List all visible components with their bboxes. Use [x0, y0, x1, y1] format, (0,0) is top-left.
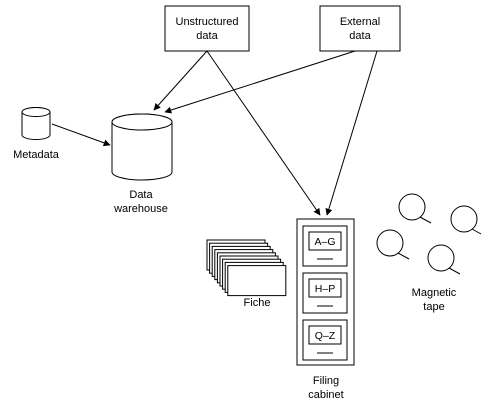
- arrow-external-to-cabinet: [325, 50, 378, 216]
- metadata-label: Metadata: [13, 149, 60, 161]
- cabinet-drawer: A–G: [302, 225, 348, 267]
- magnetic-tape-node: Magnetic tape: [376, 193, 482, 313]
- arrow-unstructured-to-warehouse: [153, 50, 208, 111]
- tape-reel-icon: [427, 244, 461, 275]
- fiche-node: Fiche: [206, 239, 287, 309]
- metadata-cylinder-icon: [21, 107, 51, 140]
- drawer-label: A–G: [314, 236, 335, 248]
- drawer-label: Q–Z: [315, 330, 336, 342]
- metadata-node: Metadata: [13, 107, 60, 161]
- external-data-node: External data: [319, 5, 401, 52]
- unstructured-data-label-line2: data: [196, 30, 218, 42]
- filing-cabinet-node: A–G H–P Q–Z Filing cabinet: [296, 218, 355, 401]
- fiche-card: [227, 265, 287, 297]
- arrow-unstructured-to-cabinet: [206, 50, 321, 216]
- tape-reel-icon: [376, 229, 410, 260]
- data-warehouse-node: Data warehouse: [111, 113, 173, 215]
- unstructured-data-node: Unstructured data: [164, 5, 250, 52]
- arrow-metadata-to-warehouse: [51, 123, 111, 147]
- cabinet-drawer: Q–Z: [302, 319, 348, 361]
- external-data-box: [319, 5, 401, 52]
- data-warehouse-label-line1: Data: [129, 189, 153, 201]
- external-data-label-line2: data: [349, 30, 371, 42]
- unstructured-data-box: [164, 5, 250, 52]
- connector-arrows: [51, 50, 378, 216]
- filing-cabinet-label-line2: cabinet: [308, 389, 343, 401]
- drawer-label-plate: [308, 325, 342, 345]
- data-warehouse-label-line2: warehouse: [113, 203, 168, 215]
- drawer-label: H–P: [315, 283, 335, 295]
- fiche-stack-icon: [206, 239, 287, 297]
- external-data-label-line1: External: [340, 16, 380, 28]
- drawer-label-plate: [308, 231, 342, 251]
- cabinet-drawer: H–P: [302, 272, 348, 314]
- drawer-label-plate: [308, 278, 342, 298]
- tape-reel-icon: [398, 193, 432, 224]
- data-warehouse-cylinder-icon: [111, 113, 173, 181]
- tape-reel-icon: [450, 205, 482, 235]
- fiche-label: Fiche: [244, 297, 271, 309]
- magnetic-tape-label-line1: Magnetic: [412, 287, 457, 299]
- unstructured-data-label-line1: Unstructured: [176, 16, 239, 28]
- arrow-external-to-warehouse: [164, 50, 356, 114]
- magnetic-tape-label-line2: tape: [423, 301, 444, 313]
- filing-cabinet-label-line1: Filing: [313, 375, 339, 387]
